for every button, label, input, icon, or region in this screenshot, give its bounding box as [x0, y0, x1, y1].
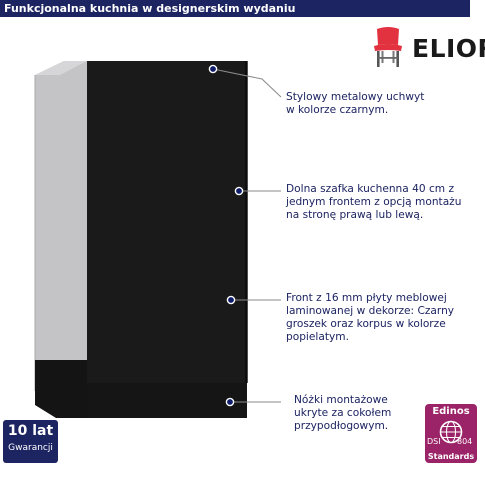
callout-front-text: Front z 16 mm płyty meblowej laminowanej…	[286, 292, 455, 343]
elior-logo-text: ELIOR	[412, 34, 485, 63]
warranty-years: 10 lat	[7, 423, 54, 439]
callout-cabinet-text: Dolna szafka kuchenna 40 cm z jednym fro…	[286, 183, 462, 221]
cabinet-plinth	[35, 360, 87, 418]
callout-dot-cabinet	[234, 186, 244, 196]
warranty-badge: 10 lat Gwarancji	[3, 420, 58, 463]
edinos-name: Edinos	[432, 406, 470, 417]
cabinet-front	[87, 61, 247, 383]
edinos-number: 804	[457, 437, 473, 446]
edinos-dsi: DSI	[427, 437, 441, 446]
edinos-standards: Standards	[427, 452, 475, 461]
elior-logo: ELIOR	[368, 26, 485, 70]
callout-legs-text: Nóżki montażowe ukryte za cokołem przypo…	[294, 394, 392, 432]
warranty-label: Gwarancji	[8, 443, 53, 453]
handle-icon	[245, 61, 248, 383]
top-banner-title: Funkcjonalna kuchnia w designerskim wyda…	[0, 0, 470, 17]
edinos-badge: Edinos DSI 804 Standards	[425, 404, 477, 463]
chair-logo-icon	[374, 27, 402, 67]
callout-dot-handle	[208, 64, 218, 74]
globe-icon	[439, 420, 463, 444]
callout-dot-legs	[225, 397, 235, 407]
cabinet-side-panel	[35, 61, 87, 391]
callout-handle-text: Stylowy metalowy uchwyt w kolorze czarny…	[286, 91, 425, 116]
callout-dot-front	[226, 295, 236, 305]
